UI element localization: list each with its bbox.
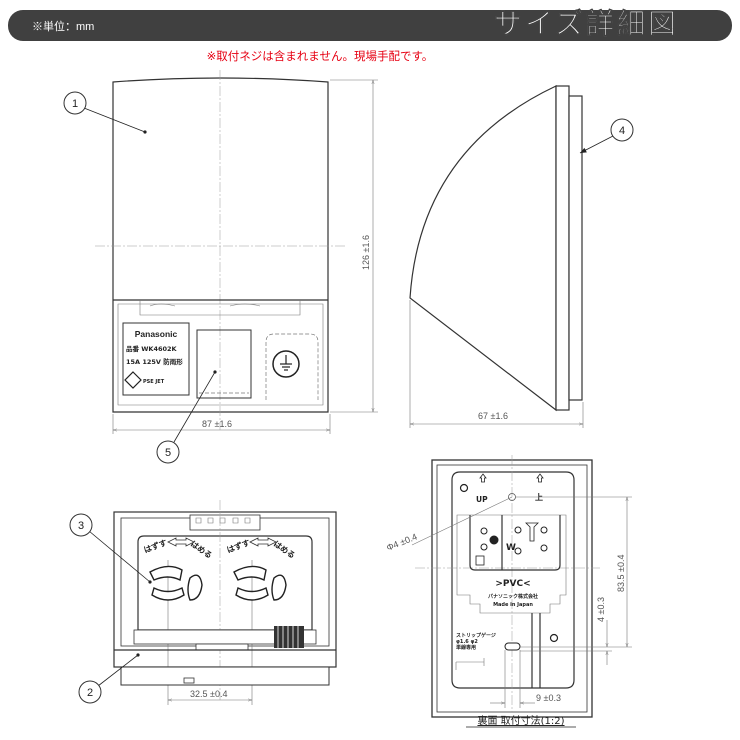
- hole-diameter-dim: Φ4 ±0.4: [385, 532, 419, 553]
- back-view: UP 上 W >PVC< パナソニック株式会社 Made in Japan スト…: [385, 455, 632, 728]
- pvc-label: >PVC<: [495, 579, 530, 589]
- header-background: [8, 10, 732, 41]
- page-title: サイズ詳細図: [494, 7, 679, 40]
- up-arrow-icon: [536, 473, 544, 483]
- callout-2: 2: [78, 653, 140, 704]
- up-label: UP: [476, 495, 488, 504]
- cover-window: [196, 329, 252, 399]
- rotate-arrow-icon: [167, 537, 195, 547]
- callout-3: 3: [69, 513, 152, 584]
- side-depth-dim: 67 ±1.6: [478, 411, 508, 421]
- svg-text:5: 5: [165, 447, 171, 459]
- back-view-caption: 裏面 取付寸法(1:2): [477, 714, 564, 727]
- back-width-dim: 9 ±0.3: [536, 693, 561, 703]
- brand-logo: Panasonic: [135, 329, 178, 339]
- callout-4: 4: [579, 118, 634, 154]
- svg-text:3: 3: [78, 520, 84, 532]
- bottom-pitch-dim: 32.5 ±0.4: [190, 689, 227, 699]
- svg-text:4: 4: [619, 125, 625, 137]
- product-label: Panasonic 品番 WK4602K 15A 125V 防雨形 PSE JE…: [122, 322, 190, 396]
- w-label: W: [506, 543, 516, 553]
- front-height-dim: 126 ±1.6: [361, 235, 371, 270]
- maker-label: パナソニック株式会社: [488, 593, 538, 600]
- made-label: Made in Japan: [493, 602, 533, 608]
- rating: 15A 125V 防雨形: [126, 357, 183, 366]
- rotate-arrow-icon: [249, 537, 277, 547]
- mounting-screw-note: ※取付ネジは含まれません。現場手配です。: [207, 49, 434, 63]
- front-view: Panasonic 品番 WK4602K 15A 125V 防雨形 PSE JE…: [95, 70, 378, 434]
- callout-1: 1: [63, 91, 147, 134]
- terminals: [480, 526, 548, 555]
- up-arrow-icon: [479, 473, 487, 483]
- side-view: 67 ±1.6: [409, 85, 584, 428]
- bottom-view: はずす はめる はずす はめる 32.5 ±0.4: [113, 500, 337, 705]
- wire-type-label: 単線専用: [456, 644, 476, 651]
- wire-size-label: φ1.6 φ2: [456, 639, 478, 645]
- back-pitch-dim: 83.5 ±0.4: [616, 555, 626, 592]
- strip-gauge-label: ストリップゲージ: [456, 632, 496, 639]
- ground-terminal: [265, 333, 319, 400]
- back-offset-dim: 4 ±0.3: [596, 597, 606, 622]
- lock-knob: [274, 626, 304, 648]
- certification-mark: PSE JET: [143, 379, 165, 385]
- ground-icon: [280, 355, 292, 371]
- callout-5: 5: [156, 370, 217, 464]
- svg-text:1: 1: [72, 98, 78, 110]
- front-width-dim: 87 ±1.6: [202, 419, 232, 429]
- unit-label: ※単位：mm: [32, 19, 94, 33]
- pse-mark-icon: [124, 371, 142, 389]
- model-number: 品番 WK4602K: [126, 344, 178, 353]
- header-bar: ※単位：mm サイズ詳細図: [8, 7, 732, 41]
- svg-text:2: 2: [87, 687, 93, 699]
